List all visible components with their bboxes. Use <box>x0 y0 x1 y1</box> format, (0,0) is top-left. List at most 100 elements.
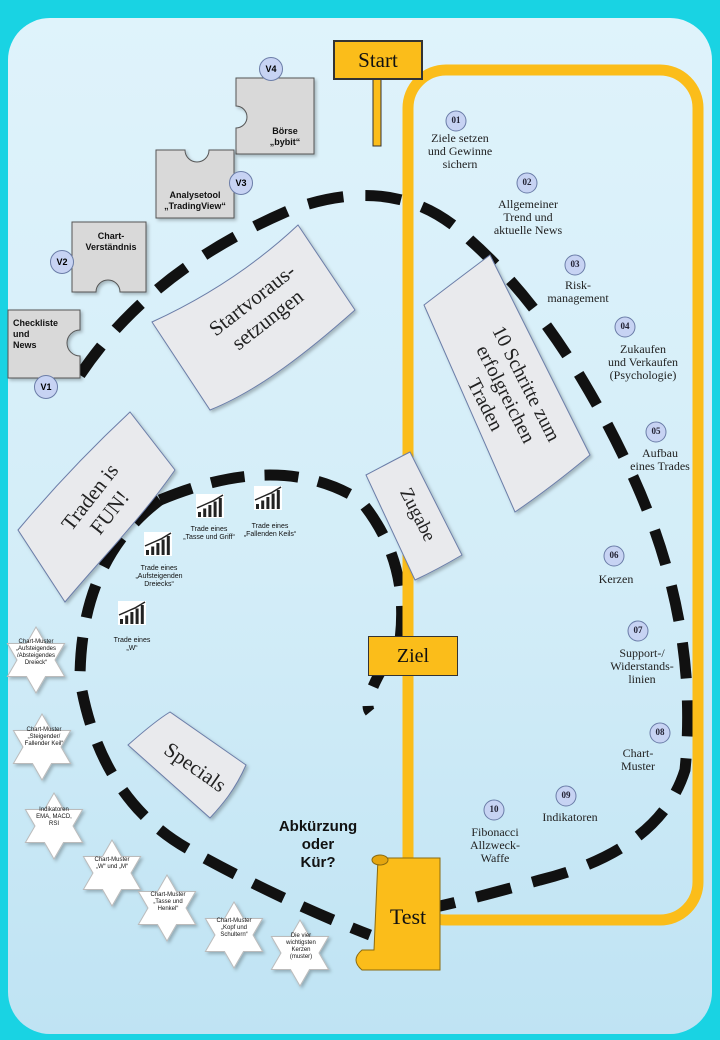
puzzle-v4-line1: Börse <box>272 126 298 136</box>
step-7-bullet <box>627 620 649 642</box>
step-6-number: 06 <box>609 550 619 560</box>
trade-label-w: Trade eines„W“ <box>113 637 151 652</box>
star-2-icon <box>12 712 72 782</box>
star-1-icon <box>6 625 66 695</box>
star-3-icon <box>24 791 84 861</box>
step-2-number: 02 <box>522 177 532 187</box>
puzzle-piece-v2 <box>71 221 147 293</box>
puzzle-v4-text: Börse „bybit“ <box>250 126 320 148</box>
step-2-bullet <box>516 172 538 194</box>
step-07-label: Support-/Widerstands-linien <box>610 646 674 686</box>
step-1-bullet <box>445 110 467 132</box>
banner-zugabe <box>365 451 463 581</box>
trade-chart-icon-2 <box>254 486 282 510</box>
step-10-bullet <box>483 799 505 821</box>
step-1-number: 01 <box>451 115 461 125</box>
test-scroll <box>355 854 441 971</box>
puzzle-v1-line1: Checkliste <box>13 318 59 328</box>
star-5-icon <box>137 873 197 943</box>
step-3-bullet <box>564 254 586 276</box>
trade-label-keil: Trade eines„Fallenden Keils“ <box>243 523 297 538</box>
star-7-icon <box>270 918 330 988</box>
badge-v4-label: V4 <box>265 64 277 74</box>
badge-v1-label: V1 <box>40 382 52 392</box>
step-03-label: Risk-management <box>547 278 609 305</box>
star-6-icon <box>204 900 264 970</box>
puzzle-v2-line1: Chart- <box>97 231 125 241</box>
star-label-1: Chart-Muster„Aufsteigendes/Absteigendes … <box>15 639 57 666</box>
step-8-number: 08 <box>655 727 665 737</box>
step-10-number: 10 <box>489 804 499 814</box>
shortcut-label: Abkürzung oder Kür? <box>268 818 368 872</box>
puzzle-v4-line2: „bybit“ <box>269 137 301 147</box>
step-4-bullet <box>614 316 636 338</box>
star-label-2: Chart-Muster„Steigender/Fallender Keil“ <box>24 727 64 747</box>
trade-chart-icon-3 <box>144 532 172 556</box>
star-4-icon <box>82 838 142 908</box>
banner-specials <box>127 711 247 819</box>
puzzle-piece-v4 <box>235 77 315 155</box>
ziel-sign: Ziel <box>368 636 458 676</box>
puzzle-v2-line2: Verständnis <box>85 242 137 252</box>
trade-label-tasse: Trade eines„Tasse und Griff“ <box>183 526 235 541</box>
puzzle-v1-line2: und <box>13 329 30 339</box>
puzzle-v1-line3: News <box>13 340 37 350</box>
ziel-label: Ziel <box>396 644 430 667</box>
dashed-path-outer <box>75 190 694 916</box>
step-5-bullet <box>645 421 667 443</box>
puzzle-v1-text: Checkliste und News <box>13 318 73 351</box>
puzzle-piece-v1 <box>7 309 81 379</box>
step-5-number: 05 <box>651 426 661 436</box>
shortcut-line1: Abkürzung <box>278 818 358 835</box>
step-4-number: 04 <box>620 321 630 331</box>
badge-v3: V3 <box>229 171 253 195</box>
badge-v1: V1 <box>34 375 58 399</box>
trade-icons <box>118 486 282 625</box>
start-label: Start <box>358 47 398 72</box>
star-label-4: Chart-Muster„W“ und „M“ <box>94 857 130 870</box>
star-group <box>6 625 330 988</box>
shortcut-line2: oder <box>301 836 335 853</box>
step-bullets <box>445 110 671 821</box>
dashed-path-lower <box>74 495 372 941</box>
banner-startvoraussetzungen <box>151 224 356 411</box>
shortcut-line3: Kür? <box>300 854 336 871</box>
step-9-number: 09 <box>561 790 571 800</box>
step-09-label: Indikatoren <box>542 810 598 824</box>
puzzle-v3-line1: Analysetool <box>169 190 221 200</box>
test-label: Test <box>389 904 427 929</box>
dashed-path-inner <box>157 469 408 716</box>
step-7-number: 07 <box>633 625 643 635</box>
trade-chart-icon-1 <box>196 494 224 518</box>
puzzle-piece-v3 <box>155 149 235 219</box>
trade-chart-icon-4 <box>118 601 146 625</box>
puzzle-v3-line2: „TradingView“ <box>164 201 226 211</box>
step-3-number: 03 <box>570 259 580 269</box>
badge-v3-label: V3 <box>235 178 247 188</box>
banner-zehn-schritte <box>423 254 591 513</box>
step-9-bullet <box>555 785 577 807</box>
puzzle-v2-text: Chart- Verständnis <box>76 231 146 253</box>
badge-v2-label: V2 <box>56 257 68 267</box>
step-08-label: Chart-Muster <box>621 746 655 773</box>
step-6-bullet <box>603 545 625 567</box>
puzzle-v3-text: Analysetool „TradingView“ <box>150 190 240 212</box>
badge-v4: V4 <box>259 57 283 81</box>
badge-v2: V2 <box>50 250 74 274</box>
start-sign: Start <box>333 40 423 80</box>
start-sign-pole <box>372 75 382 147</box>
banner-traden-is-fun <box>17 411 176 603</box>
step-06-label: Kerzen <box>598 572 634 586</box>
